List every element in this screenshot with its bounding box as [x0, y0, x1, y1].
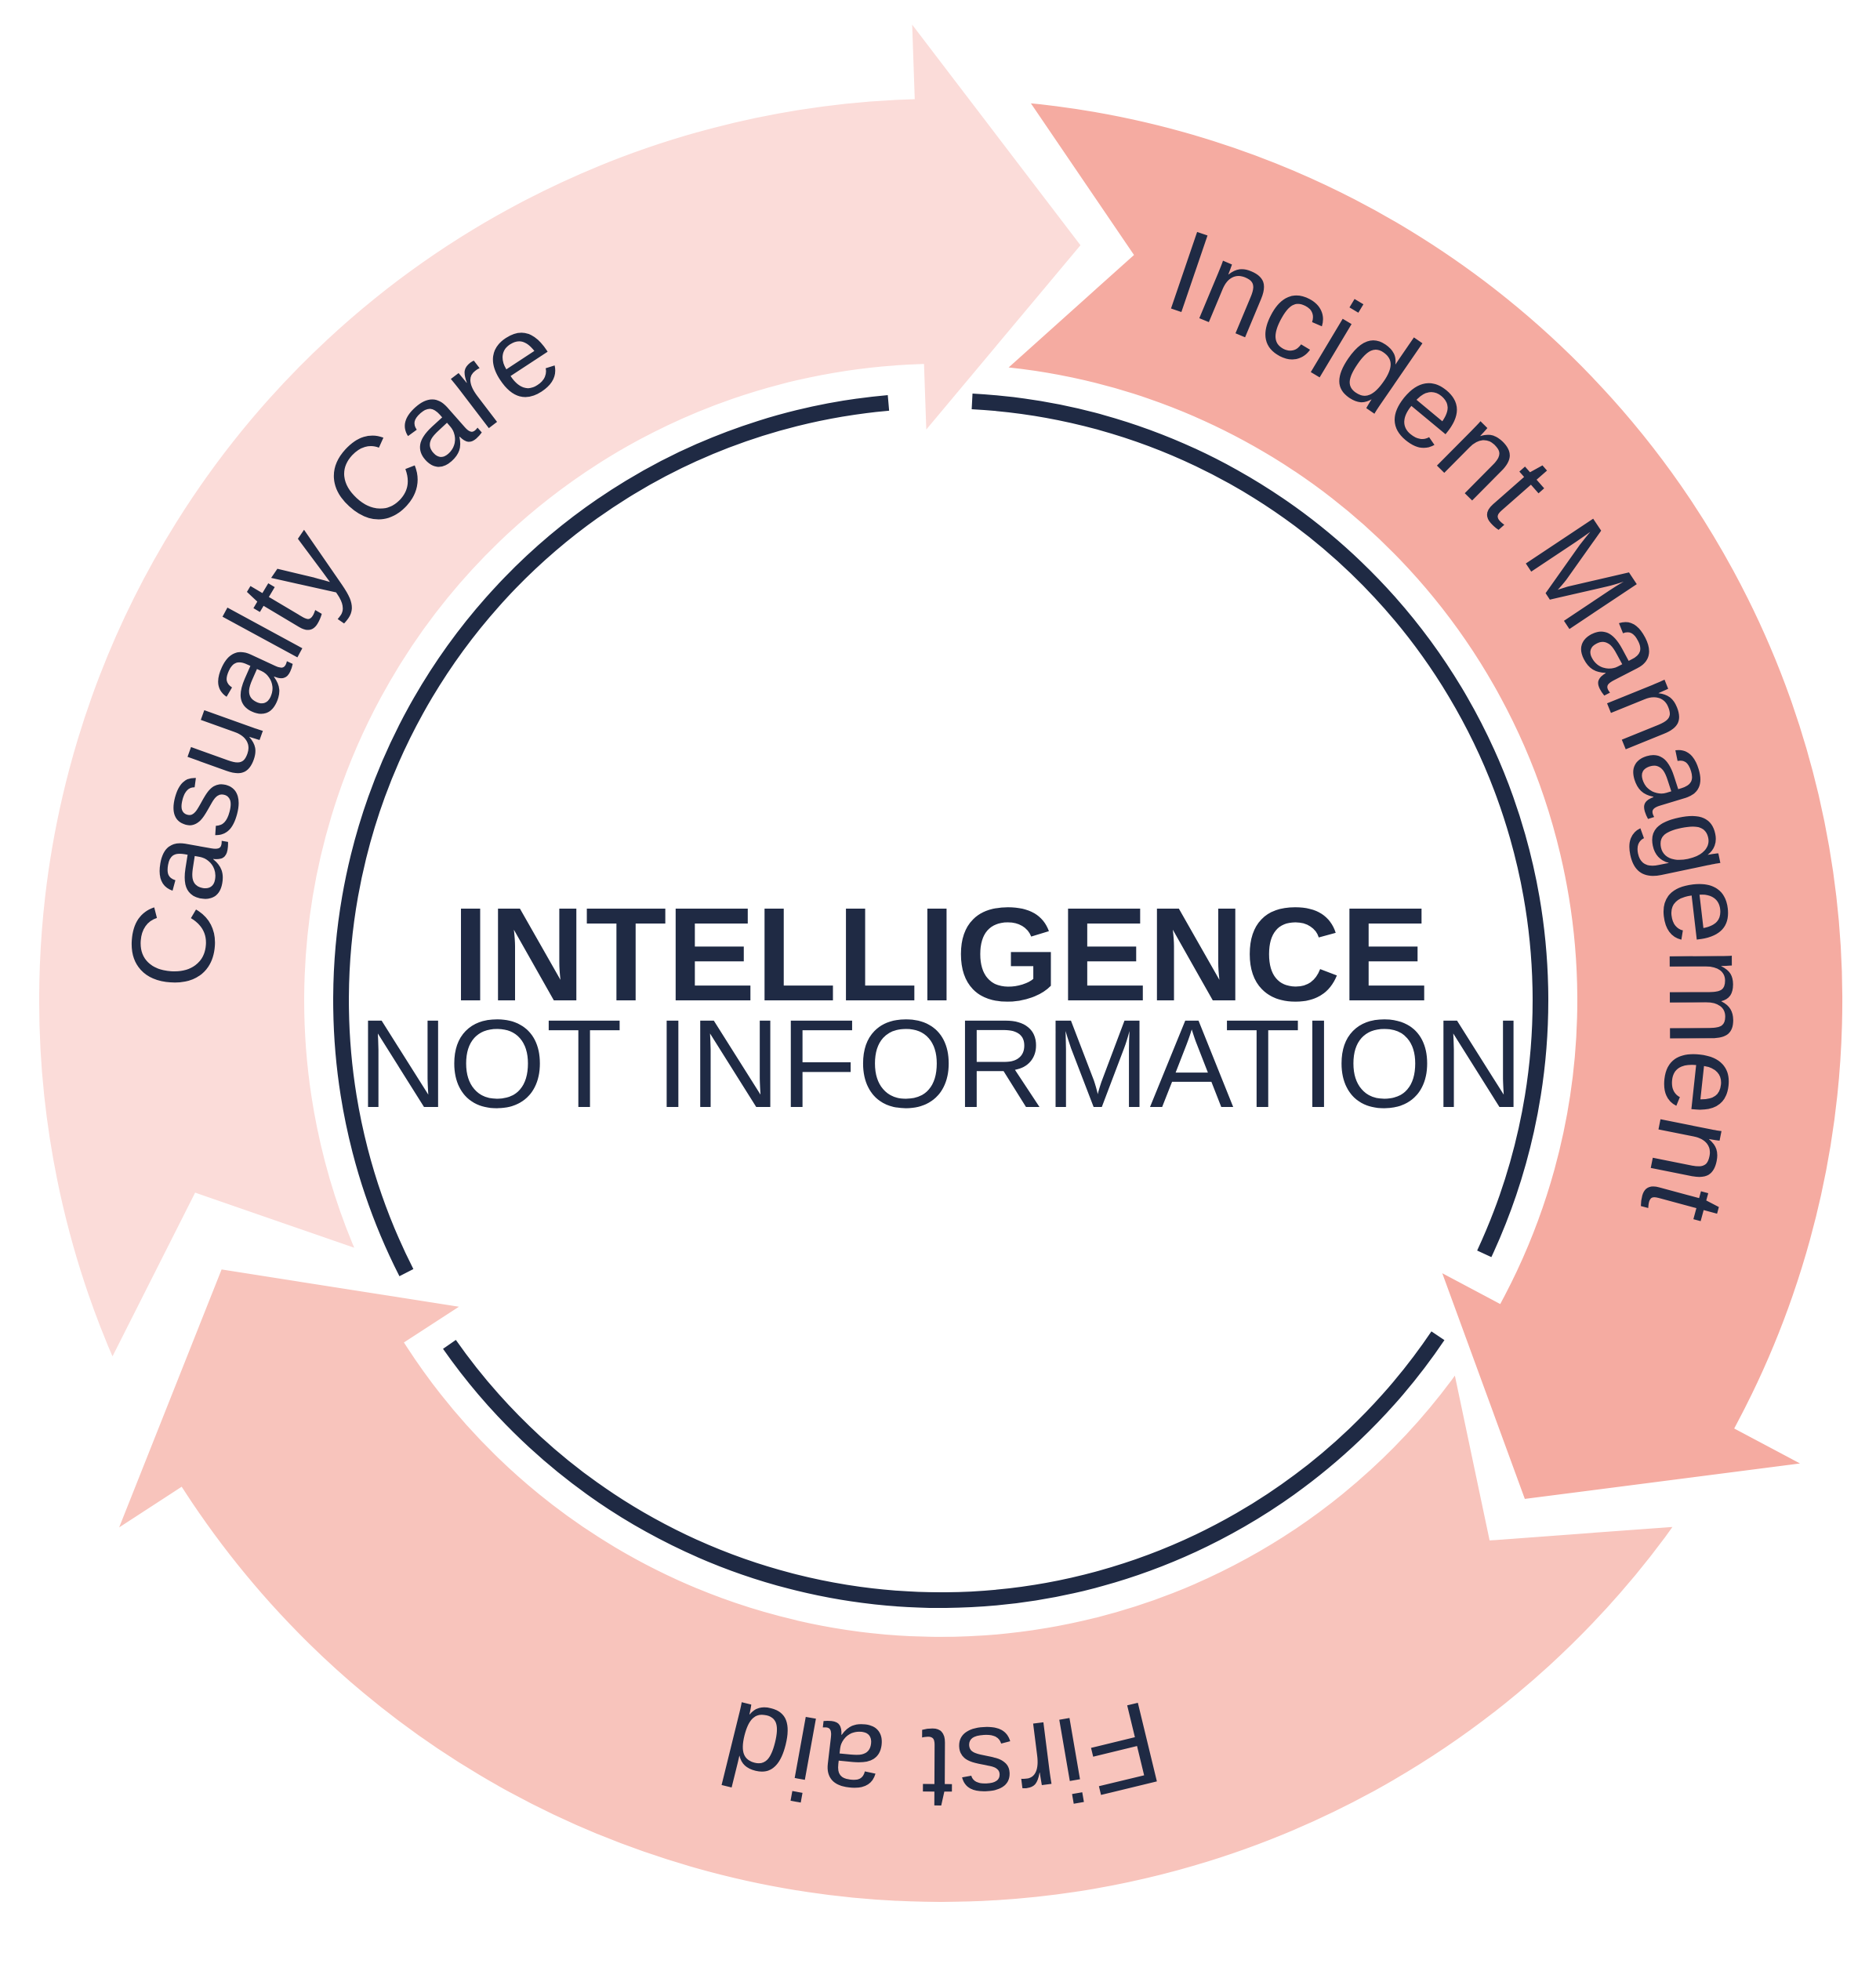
arrow-casualty-care	[27, 0, 1095, 1382]
arrow-incident-management	[982, 90, 1854, 1512]
center-title: INTELLIGENCE	[452, 880, 1430, 1029]
center-ring-arc	[333, 394, 890, 1276]
arrow-first-aid	[96, 1257, 1696, 1913]
center-subtitle: NOT INFORMATION	[357, 993, 1523, 1134]
center-ring-arc	[971, 394, 1548, 1258]
center-ring-arc	[443, 1331, 1445, 1609]
